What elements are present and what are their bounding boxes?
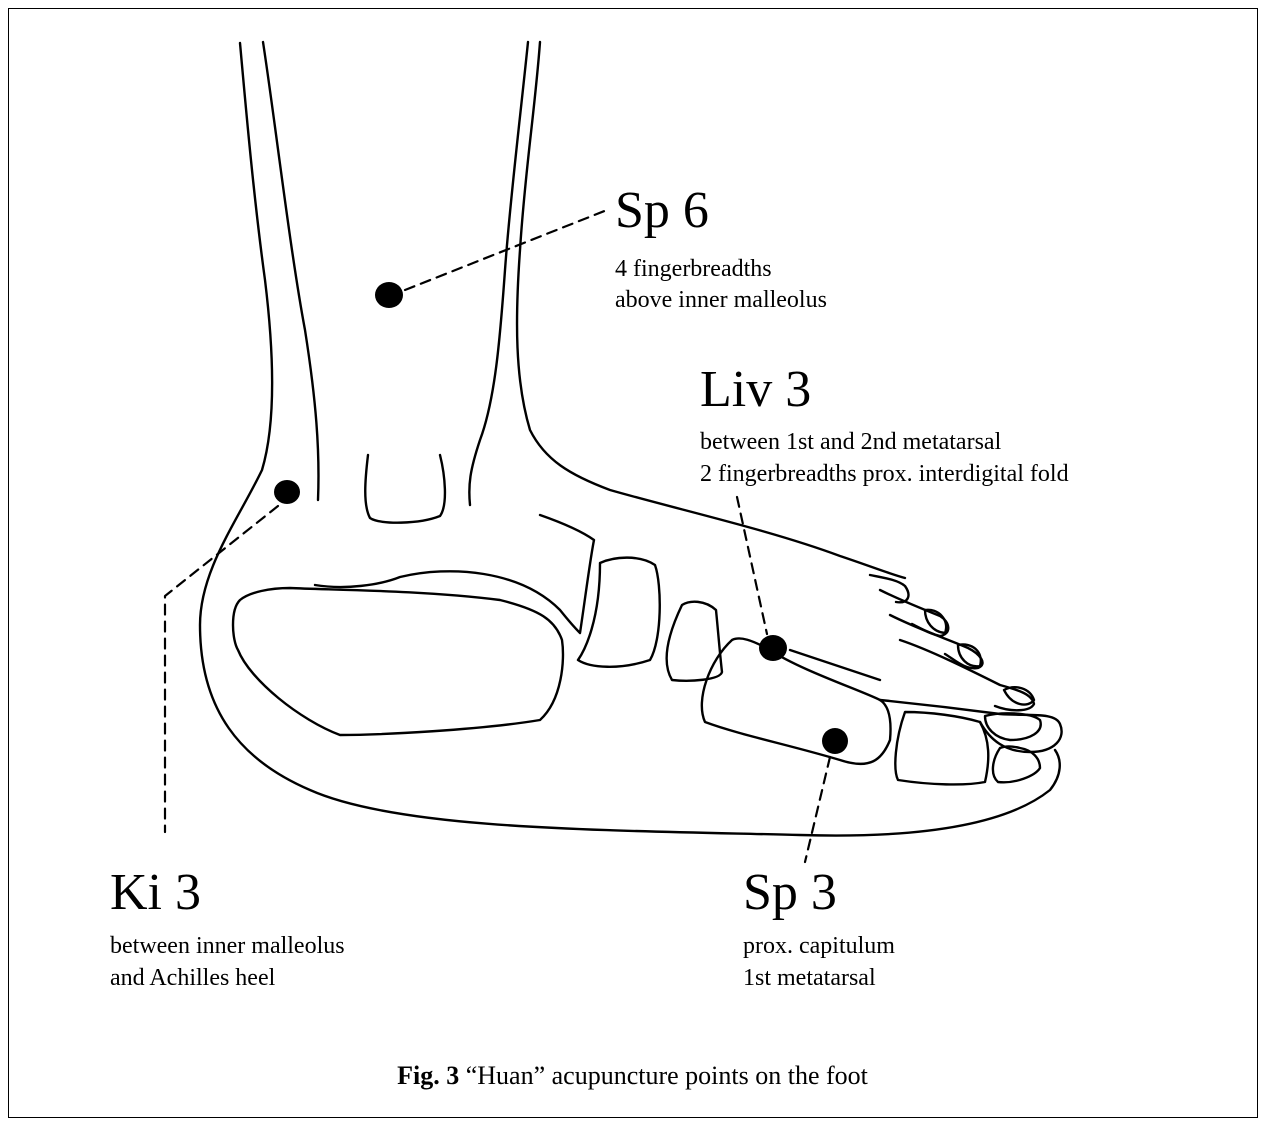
dorsum-line: [790, 650, 880, 680]
ki3-description-line2: and Achilles heel: [110, 962, 275, 995]
ki3-title: Ki 3: [110, 865, 201, 921]
sp6-title: Sp 6: [615, 183, 709, 239]
navicular-bone: [578, 558, 660, 667]
ki3-leader-line: [165, 506, 278, 832]
big-toe: [880, 700, 1062, 752]
figure-caption-text: “Huan” acupuncture points on the foot: [459, 1061, 868, 1090]
liv3-leader-line: [737, 497, 767, 634]
sp3-description-line1: prox. capitulum: [743, 930, 895, 963]
sp6-point-dot: [375, 282, 403, 308]
toe-5: [870, 575, 908, 602]
talus-bone: [315, 515, 594, 633]
sp3-description-line2: 1st metatarsal: [743, 962, 876, 995]
big-toenail: [985, 713, 1041, 740]
sp3-leader-line: [805, 757, 830, 862]
toe-2: [900, 640, 1034, 710]
sp6-description-line1: 4 fingerbreadths: [615, 253, 772, 286]
cuneiform-bone: [667, 602, 722, 681]
proximal-phalanx-bone: [895, 712, 988, 784]
malleolus-outline: [365, 455, 445, 523]
ki3-point-dot: [274, 480, 300, 504]
sp3-title: Sp 3: [743, 865, 837, 921]
liv3-point-dot: [759, 635, 787, 661]
first-metatarsal-bone: [702, 638, 891, 763]
calcaneus-bone: [233, 588, 563, 735]
liv3-title: Liv 3: [700, 362, 811, 418]
sp3-point-dot: [822, 728, 848, 754]
ki3-description-line1: between inner malleolus: [110, 930, 345, 963]
sp6-leader-line: [405, 210, 607, 290]
sp6-description-line2: above inner malleolus: [615, 284, 827, 317]
figure-number: Fig. 3: [397, 1061, 459, 1090]
leg-inner-line: [263, 42, 318, 500]
liv3-description-line2: 2 fingerbreadths prox. interdigital fold: [700, 458, 1069, 491]
liv3-description-line1: between 1st and 2nd metatarsal: [700, 426, 1001, 459]
figure-caption: Fig. 3 “Huan” acupuncture points on the …: [0, 1061, 1265, 1091]
